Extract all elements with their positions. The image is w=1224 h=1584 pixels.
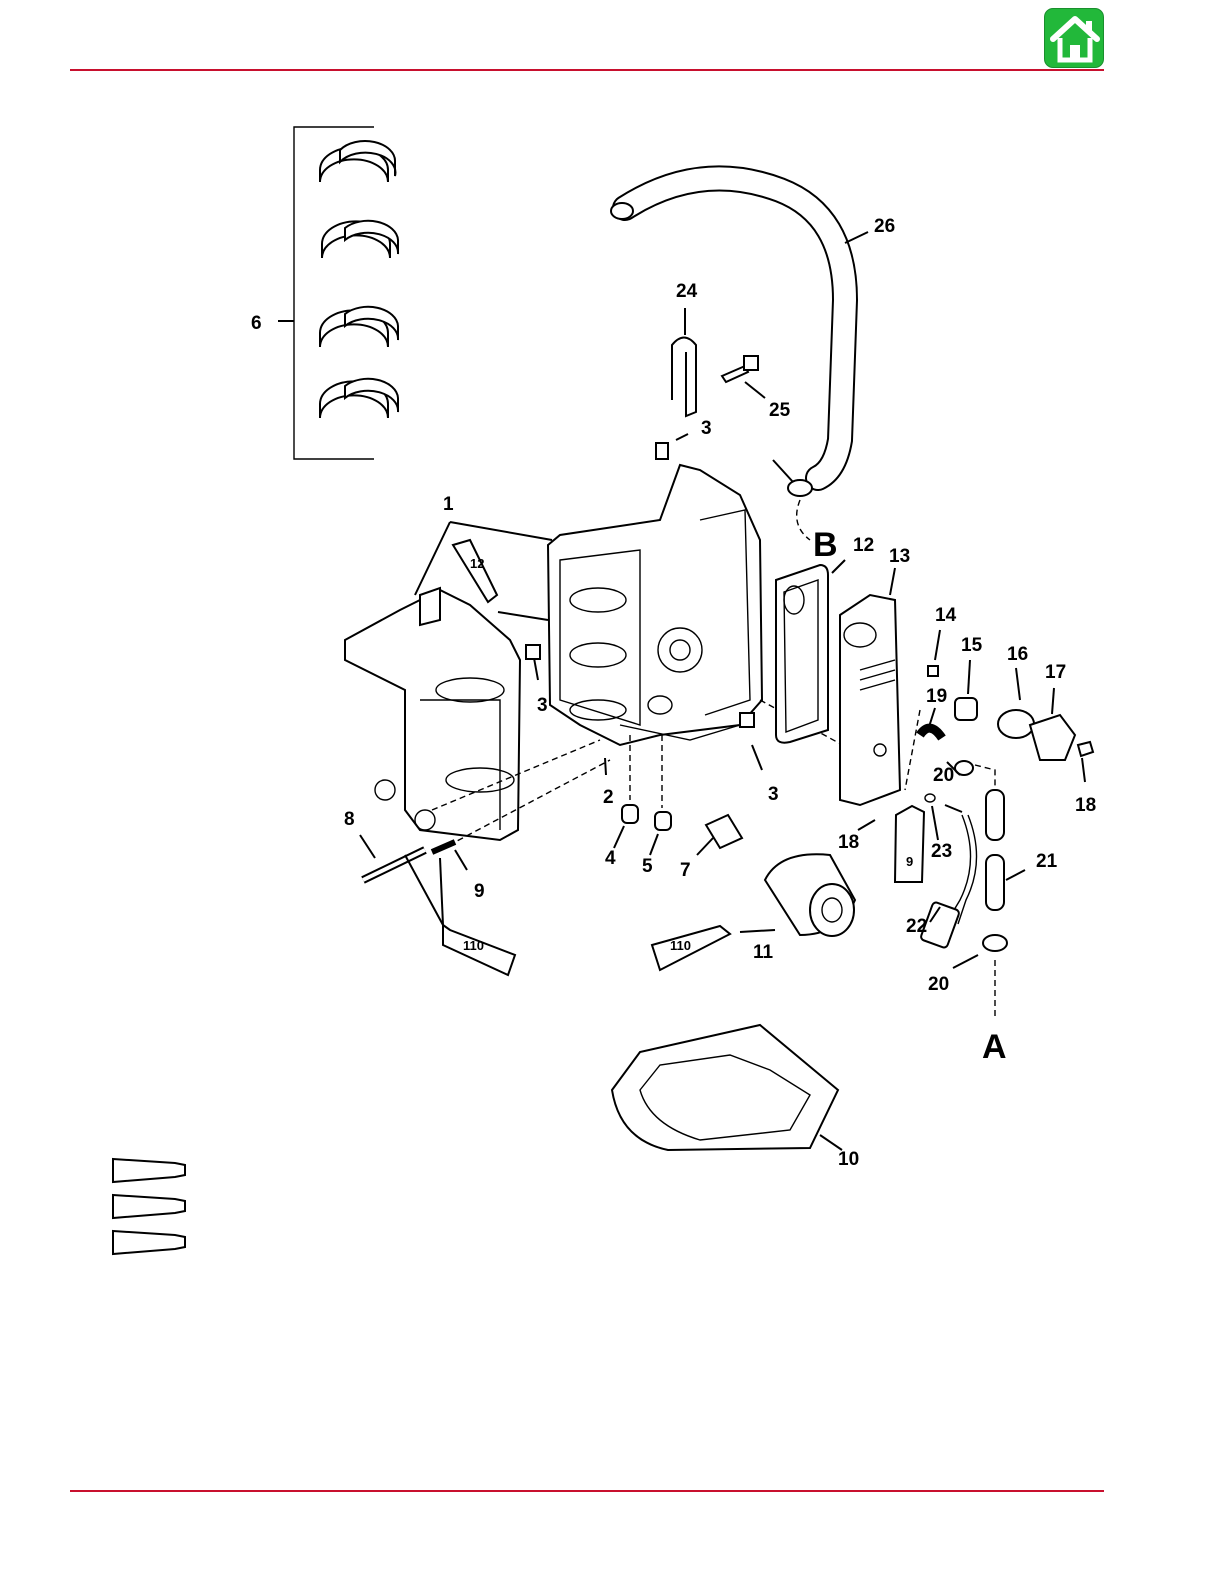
- label-1: 1: [443, 494, 454, 515]
- label-12: 12: [853, 535, 874, 556]
- sealant-tube-9: 9: [895, 806, 924, 882]
- label-20-lower: 20: [928, 974, 949, 995]
- label-13: 13: [889, 546, 910, 567]
- sealant-tube-110b: 110: [652, 926, 730, 970]
- label-22: 22: [906, 916, 927, 937]
- label-24: 24: [676, 281, 698, 302]
- label-11: 11: [753, 942, 774, 963]
- label-10: 10: [838, 1149, 859, 1170]
- hose-26: [611, 178, 845, 540]
- label-3-top: 3: [701, 418, 712, 439]
- label-23: 23: [931, 841, 952, 862]
- label-5: 5: [642, 856, 653, 877]
- label-16: 16: [1007, 644, 1028, 665]
- label-4: 4: [605, 848, 616, 869]
- label-25: 25: [769, 400, 791, 421]
- svg-text:9: 9: [906, 854, 913, 869]
- hose-21: [986, 790, 1004, 840]
- label-15: 15: [961, 635, 983, 656]
- hose-19: [920, 728, 942, 738]
- label-3-right: 3: [768, 784, 779, 805]
- label-18-right: 18: [1075, 795, 1096, 816]
- nut-14: [928, 666, 938, 676]
- svg-text:110: 110: [463, 938, 484, 953]
- label-18-left: 18: [838, 832, 859, 853]
- footer-rule: [70, 1490, 1104, 1492]
- label-19: 19: [926, 686, 947, 707]
- label-7: 7: [680, 860, 691, 881]
- label-21: 21: [1036, 851, 1058, 872]
- bracket-24: [672, 338, 696, 417]
- label-3-left: 3: [537, 695, 548, 716]
- crankcase: [345, 588, 520, 840]
- gasket-10: [612, 1025, 838, 1150]
- svg-text:110: 110: [670, 938, 691, 953]
- oil-filter-11: [765, 854, 855, 936]
- svg-text:12: 12: [470, 556, 484, 571]
- label-9: 9: [474, 881, 485, 902]
- label-14: 14: [935, 605, 957, 626]
- dowel-4: [622, 805, 638, 823]
- label-8: 8: [344, 809, 355, 830]
- sealant-tube-110a: 110: [443, 925, 515, 975]
- label-2: 2: [603, 787, 614, 808]
- bearing-set: [278, 127, 398, 459]
- label-20-upper: 20: [933, 765, 954, 786]
- gasket-16: [998, 710, 1034, 738]
- sealant-tube-12: 12: [453, 540, 497, 602]
- legend-tubes: [113, 1159, 185, 1254]
- dowel-5: [655, 812, 671, 830]
- label-26: 26: [874, 216, 895, 237]
- label-6: 6: [251, 313, 262, 334]
- cover-17: [1030, 715, 1075, 760]
- callout-a: A: [982, 1028, 1007, 1066]
- callout-b: B: [813, 526, 838, 564]
- sleeve-7: [706, 815, 742, 848]
- cylinder-block: [548, 465, 762, 745]
- label-17: 17: [1045, 662, 1066, 683]
- sensor-15: [955, 698, 977, 720]
